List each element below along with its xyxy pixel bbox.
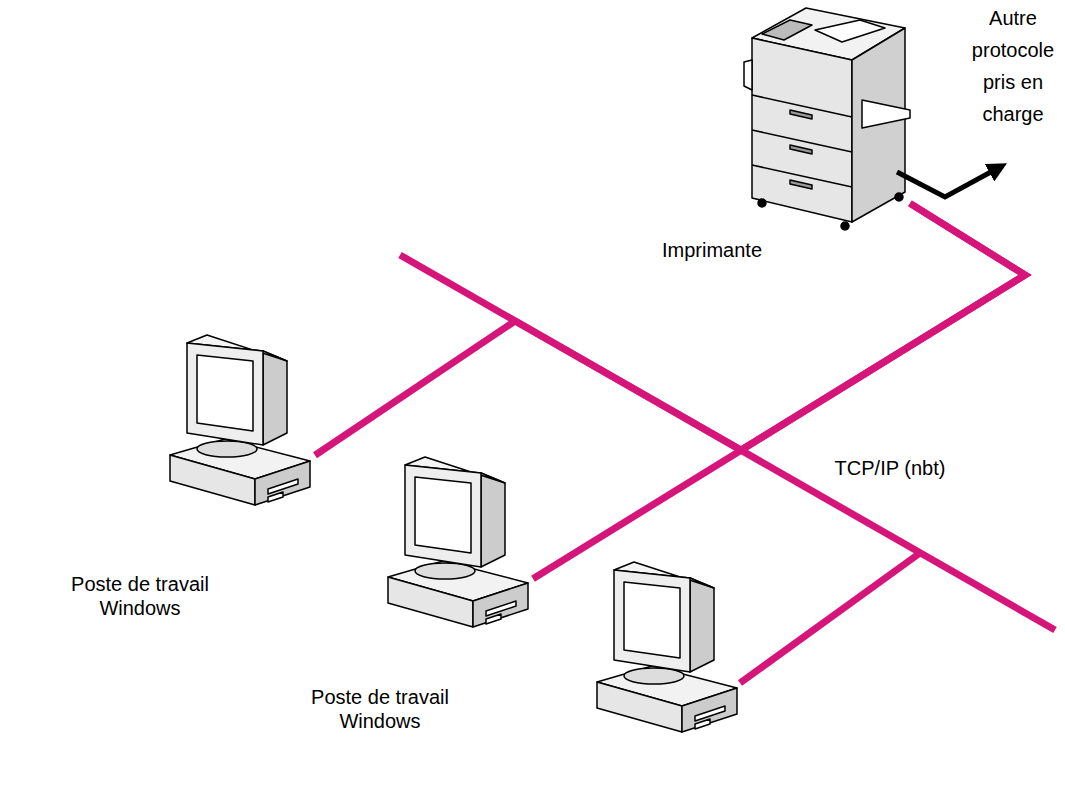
workstation-node: Poste de travail Windows [165,333,315,505]
node-label: Imprimante [632,238,792,262]
printer-node: Imprimante [745,0,910,228]
workstation-icon [388,457,528,627]
workstation-node: Poste de travail Windows [383,455,533,627]
protocol-note: Autre protocole pris en charge [963,2,1063,130]
network-label: TCP/IP (nbt) [805,456,975,480]
workstation-icon [170,335,310,505]
node-label: Poste de travail Windows [280,685,480,733]
printer-illustration [744,8,910,230]
protocol-arrow [897,167,1000,197]
network-branch [740,553,920,683]
node-label: Poste de travail Windows [40,572,240,620]
network-link [533,203,1025,578]
workstation-icon [597,562,737,732]
network-link [315,203,1025,455]
